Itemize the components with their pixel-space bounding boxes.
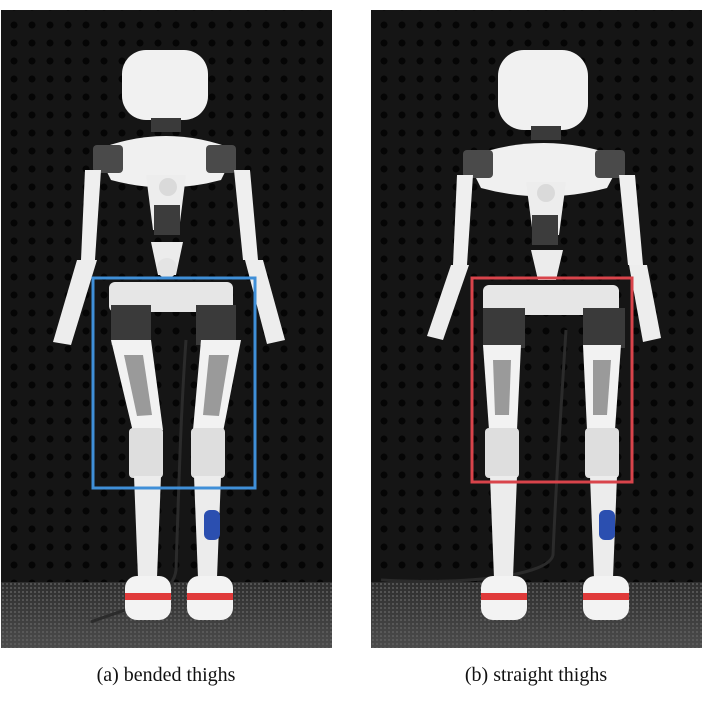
caption-straight-thighs: (b) straight thighs — [464, 664, 608, 686]
robot-straight — [380, 50, 661, 620]
highlight-box-bended — [91, 276, 257, 490]
robot-bended — [53, 50, 285, 624]
floor — [371, 582, 702, 648]
highlight-box-straight — [470, 276, 634, 484]
caption-bended-thighs: (a) bended thighs — [96, 664, 236, 686]
photo-straight-thighs — [371, 10, 702, 648]
photo-bended-thighs — [1, 10, 332, 648]
